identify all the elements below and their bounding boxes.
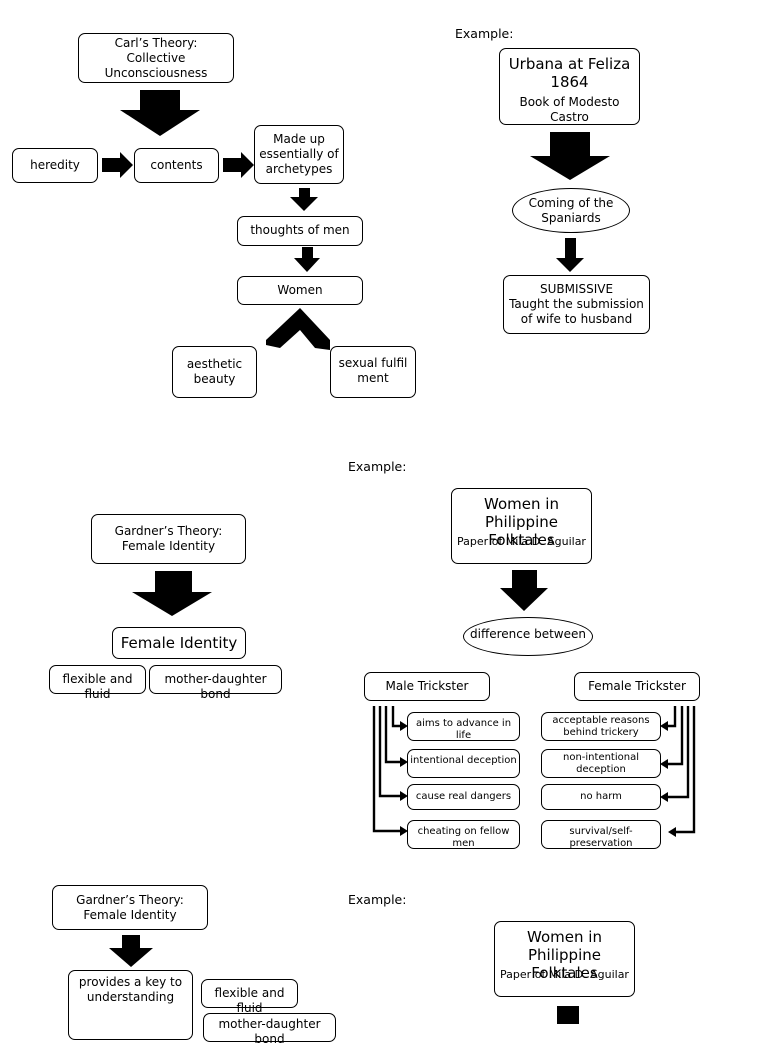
male-trickster-text: Male Trickster bbox=[385, 679, 469, 693]
difference-between-text: difference between bbox=[470, 627, 586, 641]
male-trait-text: aims to advance in life bbox=[415, 718, 512, 741]
contents-text: contents bbox=[150, 158, 203, 172]
heredity-box: heredity bbox=[12, 148, 98, 183]
submissive-box: SUBMISSIVE Taught the submission of wife… bbox=[503, 275, 650, 334]
example-label-3: Example: bbox=[348, 892, 407, 907]
women-folktales-box-2: Women in Philippine Folktales Paper of M… bbox=[494, 921, 635, 997]
urbana-box: Urbana at Feliza 1864 Book of Modesto Ca… bbox=[499, 48, 640, 125]
book-text: Book of Modesto Castro bbox=[519, 95, 620, 124]
women-folktales-title-2: Women in Philippine Folktales bbox=[527, 928, 602, 982]
archetypes-text: Made up essentially of archetypes bbox=[259, 132, 339, 176]
provides-key-text: provides a key to understanding bbox=[78, 975, 183, 1004]
flexible-fluid-text-2: flexible and fluid bbox=[214, 986, 285, 1015]
male-trait-box: cheating on fellow men bbox=[407, 820, 520, 849]
female-trait-text: non-intentional deception bbox=[563, 752, 639, 775]
arrow-right-contents bbox=[223, 152, 254, 178]
sexual-fulfilment-text: sexual fulfilment bbox=[338, 356, 408, 385]
female-trait-box: non-intentional deception bbox=[541, 749, 661, 778]
male-trait-box: cause real dangers bbox=[407, 784, 520, 810]
coming-spaniards-oval: Coming of the Spaniards bbox=[512, 188, 630, 233]
arrow-down-coming bbox=[556, 238, 584, 272]
mother-daughter-text: mother-daughter bond bbox=[164, 672, 267, 701]
arrow-down-theory bbox=[120, 90, 200, 136]
example-label-1: Example: bbox=[455, 26, 514, 41]
mother-daughter-text-2: mother-daughter bond bbox=[218, 1017, 321, 1046]
thoughts-box: thoughts of men bbox=[237, 216, 363, 246]
gardner-theory-box: Gardner’s Theory: Female Identity bbox=[91, 514, 246, 564]
carls-theory-text: Carl’s Theory: Collective Unconsciousnes… bbox=[104, 35, 208, 80]
women-box: Women bbox=[237, 276, 363, 305]
arrow-split-women bbox=[266, 308, 330, 350]
male-trait-box: intentional deception bbox=[407, 749, 520, 778]
urbana-title: Urbana at Feliza 1864 bbox=[508, 55, 631, 91]
male-trait-box: aims to advance in life bbox=[407, 712, 520, 741]
women-text: Women bbox=[277, 283, 323, 297]
gardner-theory-text-2: Gardner’s Theory: Female Identity bbox=[76, 892, 184, 922]
carls-theory-box: Carl’s Theory: Collective Unconsciousnes… bbox=[78, 33, 234, 83]
female-trait-box: acceptable reasons behind trickery bbox=[541, 712, 661, 741]
coming-spaniards-text: Coming of the Spaniards bbox=[528, 195, 614, 225]
male-trickster-box: Male Trickster bbox=[364, 672, 490, 701]
female-trait-text: no harm bbox=[580, 791, 622, 803]
connector-arrows bbox=[102, 90, 696, 1024]
female-trait-text: survival/self-preservation bbox=[569, 826, 633, 849]
female-trait-box: survival/self-preservation bbox=[541, 820, 661, 849]
mother-daughter-box: mother-daughter bond bbox=[149, 665, 282, 701]
arrow-down-women-folk bbox=[500, 570, 548, 611]
male-trait-text: cheating on fellow men bbox=[417, 826, 510, 849]
example-label-2: Example: bbox=[348, 459, 407, 474]
paper-text: Paper of Mila D. Aguilar bbox=[457, 535, 586, 548]
female-identity-box: Female Identity bbox=[112, 627, 246, 659]
arrow-down-gardner bbox=[132, 571, 212, 616]
arrow-down-thoughts bbox=[294, 247, 320, 272]
gardner-theory-text: Gardner’s Theory: Female Identity bbox=[114, 524, 223, 553]
male-trait-text: intentional deception bbox=[410, 755, 517, 766]
female-trait-text: acceptable reasons behind trickery bbox=[552, 715, 650, 738]
sexual-fulfilment-box: sexual fulfilment bbox=[330, 346, 416, 398]
female-identity-text: Female Identity bbox=[120, 634, 238, 652]
mother-daughter-box-2: mother-daughter bond bbox=[203, 1013, 336, 1046]
gardner-theory-box-2: Gardner’s Theory: Female Identity bbox=[52, 885, 208, 930]
paper-text-2: Paper of Mila D. Aguilar bbox=[500, 968, 629, 981]
flexible-fluid-box-2: flexible and fluid bbox=[201, 979, 298, 1015]
contents-box: contents bbox=[134, 148, 219, 183]
submissive-text: SUBMISSIVE Taught the submission of wife… bbox=[509, 282, 644, 326]
arrow-down-archetypes bbox=[290, 188, 318, 211]
archetypes-box: Made up essentially of archetypes bbox=[254, 125, 344, 184]
heredity-text: heredity bbox=[30, 158, 80, 172]
women-folktales-title: Women in Philippine Folktales bbox=[484, 495, 559, 549]
thoughts-text: thoughts of men bbox=[250, 223, 350, 237]
aesthetic-beauty-box: aesthetic beauty bbox=[172, 346, 257, 398]
male-trait-text: cause real dangers bbox=[415, 791, 512, 803]
arrow-right-heredity bbox=[102, 152, 133, 178]
difference-between-oval: difference between bbox=[463, 617, 593, 656]
arrow-down-gardner-2 bbox=[109, 935, 153, 967]
female-trait-box: no harm bbox=[541, 784, 661, 810]
women-folktales-box: Women in Philippine Folktales Paper of M… bbox=[451, 488, 592, 564]
female-trickster-text: Female Trickster bbox=[588, 679, 686, 693]
provides-key-box: provides a key to understanding bbox=[68, 970, 193, 1040]
arrow-down-urbana bbox=[530, 132, 610, 180]
flexible-fluid-text: flexible and fluid bbox=[62, 672, 133, 701]
aesthetic-beauty-text: aesthetic beauty bbox=[186, 357, 243, 386]
flexible-fluid-box: flexible and fluid bbox=[49, 665, 146, 701]
female-trickster-box: Female Trickster bbox=[574, 672, 700, 701]
arrow-stem-women-folk-2 bbox=[557, 1006, 579, 1024]
